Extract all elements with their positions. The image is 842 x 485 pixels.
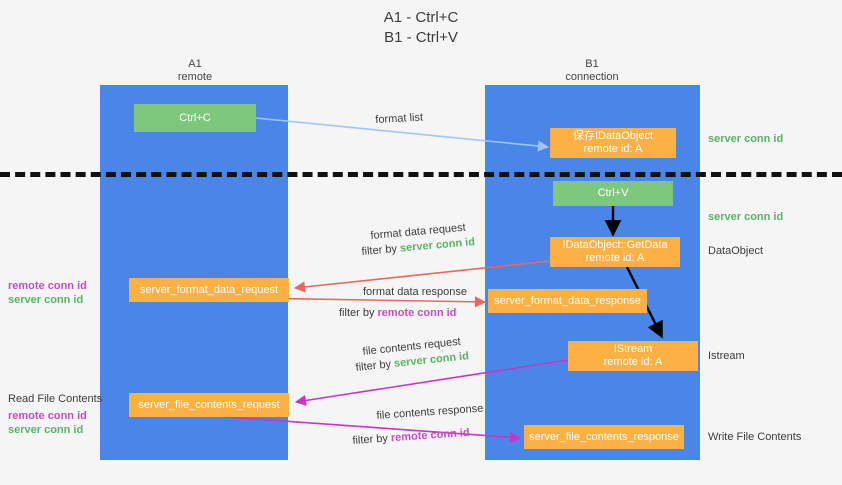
arrow-format-list xyxy=(255,117,550,152)
box-save-idataobject-line2: remote id: A xyxy=(583,143,643,155)
box-server-file-contents-response[interactable]: server_file_contents_response xyxy=(524,425,684,449)
box-server-format-data-request[interactable]: server_format_data_request xyxy=(129,278,289,302)
box-ctrl-c-label: Ctrl+C xyxy=(179,111,211,124)
box-server-file-contents-response-label: server_file_contents_response xyxy=(529,430,679,443)
box-ctrl-c[interactable]: Ctrl+C xyxy=(134,104,256,132)
left-read-file-contents: Read File Contents xyxy=(8,393,103,405)
title-line-1: A1 - Ctrl+C xyxy=(383,9,459,26)
box-getdata-line2: remote id: A xyxy=(585,252,645,264)
diagram-title: A1 - Ctrl+C B1 - Ctrl+V xyxy=(0,8,842,48)
lane-header-a1: A1 remote xyxy=(140,58,250,84)
arrow-file-contents-request xyxy=(294,359,569,406)
right-label-server-conn-id-top: server conn id xyxy=(708,133,784,145)
box-getdata[interactable]: IDataObject::GetData remote id: A xyxy=(550,237,680,267)
filter-by-text-2: filter by xyxy=(339,307,375,319)
right-label-dataobject: DataObject xyxy=(708,245,764,257)
phase-divider xyxy=(0,172,842,177)
box-ctrl-v-label: Ctrl+V xyxy=(597,187,629,199)
filter-by-text-1: filter by xyxy=(361,242,398,258)
filter-by-text-4: filter by xyxy=(352,432,389,447)
box-istream-line2: remote id: A xyxy=(603,356,663,368)
edge-filter-format-data-response: filter by remote conn id xyxy=(339,306,456,320)
arrow-format-data-request xyxy=(293,260,551,293)
box-server-format-data-request-label: server_format_data_request xyxy=(139,283,279,296)
box-server-file-contents-request-label: server_file_contents_request xyxy=(138,398,280,411)
box-istream[interactable]: IStream remote id: A xyxy=(568,341,698,371)
box-server-format-data-response-label: server_format_data_response xyxy=(494,294,641,307)
box-getdata-line1: IDataObject::GetData xyxy=(562,239,668,251)
lane-a1-sub: remote xyxy=(177,71,213,83)
box-save-idataobject[interactable]: 保存IDataObject remote id: A xyxy=(550,128,676,158)
right-label-write-file-contents: Write File Contents xyxy=(708,431,802,443)
edge-label-format-list: format list xyxy=(375,111,424,126)
box-ctrl-v[interactable]: Ctrl+V xyxy=(553,181,673,206)
title-line-2: B1 - Ctrl+V xyxy=(384,29,458,46)
left-remote-conn-id-b: remote conn id xyxy=(8,410,87,422)
box-server-file-contents-request[interactable]: server_file_contents_request xyxy=(129,393,289,417)
filter-by-text-3: filter by xyxy=(355,358,392,374)
lane-a1-name: A1 xyxy=(188,58,202,70)
right-label-server-conn-id-mid: server conn id xyxy=(708,211,784,223)
remote-conn-id-1: remote conn id xyxy=(377,307,457,319)
right-label-istream: Istream xyxy=(708,350,745,362)
left-label-conn-ids-a: remote conn id server conn id xyxy=(8,279,87,307)
lane-header-b1: B1 connection xyxy=(537,58,647,84)
box-server-format-data-response[interactable]: server_format_data_response xyxy=(488,289,647,313)
lane-b1-name: B1 xyxy=(585,58,599,70)
left-label-read-file-contents-group: Read File Contents remote conn id server… xyxy=(8,392,102,437)
left-server-conn-id-b: server conn id xyxy=(8,424,84,436)
box-istream-line1: IStream xyxy=(613,343,653,355)
lane-b1-sub: connection xyxy=(565,71,619,83)
left-remote-conn-id-a: remote conn id xyxy=(8,280,87,292)
box-save-idataobject-line1: 保存IDataObject xyxy=(572,130,654,142)
left-server-conn-id-a: server conn id xyxy=(8,294,84,306)
edge-label-format-data-response: format data response xyxy=(363,286,467,298)
